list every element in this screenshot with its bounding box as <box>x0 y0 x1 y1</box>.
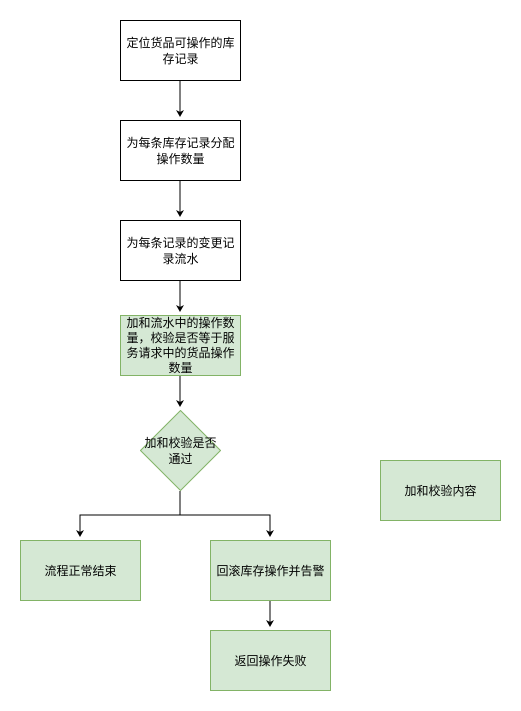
decision-diamond-shape <box>140 410 221 491</box>
decision-checksum-passed-label: 加和校验是否通过 <box>144 435 217 466</box>
node-checksum-quantity-label: 加和流水中的操作数量，校验是否等于服务请求中的货品操作数量 <box>126 315 235 375</box>
edge-decision-to-rollback <box>180 514 274 537</box>
decision-checksum-passed: 加和校验是否通过 <box>140 410 221 491</box>
node-locate-inventory: 定位货品可操作的库存记录 <box>120 20 241 81</box>
legend-checksum-content-label: 加和校验内容 <box>404 483 477 498</box>
node-record-changes-label: 为每条记录的变更记录流水 <box>126 235 235 266</box>
node-rollback-alert: 回滚库存操作并告警 <box>210 540 331 601</box>
node-rollback-alert-label: 回滚库存操作并告警 <box>216 563 325 578</box>
node-end-normal-label: 流程正常结束 <box>44 563 117 578</box>
node-checksum-quantity: 加和流水中的操作数量，校验是否等于服务请求中的货品操作数量 <box>120 315 241 376</box>
node-allocate-quantity: 为每条库存记录分配操作数量 <box>120 120 241 181</box>
node-record-changes: 为每条记录的变更记录流水 <box>120 220 241 281</box>
edge-decision-to-end-normal <box>76 491 181 537</box>
node-return-failure-label: 返回操作失败 <box>234 653 307 668</box>
node-allocate-quantity-label: 为每条库存记录分配操作数量 <box>126 135 235 166</box>
node-return-failure: 返回操作失败 <box>210 630 331 691</box>
legend-checksum-content: 加和校验内容 <box>380 460 501 521</box>
node-locate-inventory-label: 定位货品可操作的库存记录 <box>126 35 235 66</box>
node-end-normal: 流程正常结束 <box>20 540 141 601</box>
